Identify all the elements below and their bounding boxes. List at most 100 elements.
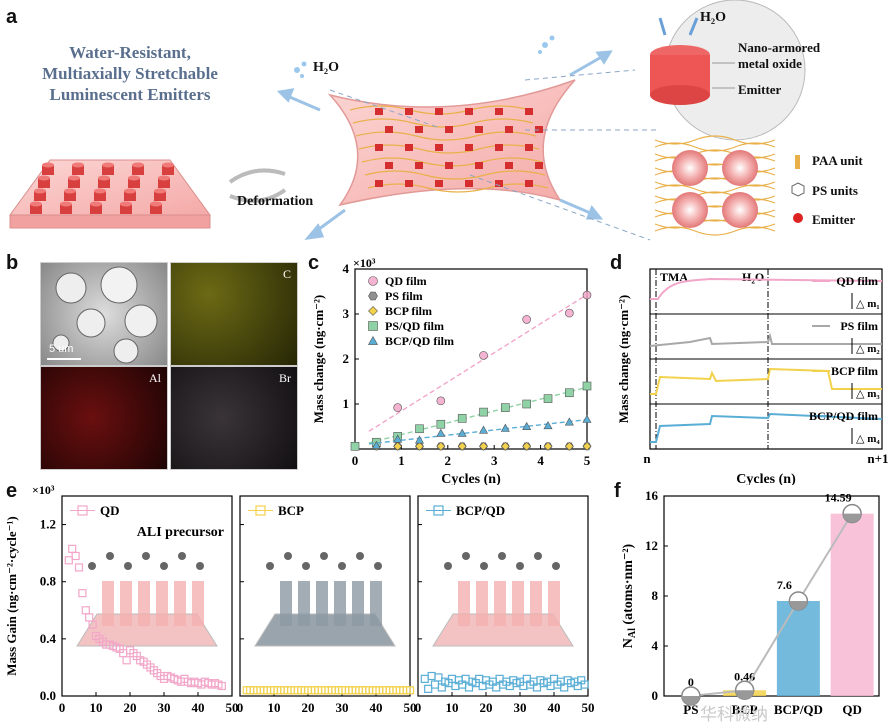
value-label: 7.6 [777, 578, 792, 592]
stretched-film [327, 79, 576, 207]
panel-f-label: f [614, 480, 621, 502]
title-line-3: Luminescent Emitters [49, 85, 211, 104]
data-marker-half [789, 601, 808, 610]
schematic-illustration [432, 552, 574, 647]
schematic-pillar [138, 581, 150, 626]
pillar-top [132, 162, 144, 168]
x-tick-label: n+1 [867, 451, 888, 466]
x-axis-label: Cycles (n) [736, 472, 796, 485]
schematic-pillar [352, 581, 364, 626]
data-point [430, 680, 440, 689]
y-tick-label: 1 [343, 396, 350, 411]
pillar [415, 162, 423, 169]
pillar [445, 162, 453, 169]
polymer-chain [654, 198, 776, 208]
legend-label: QD film [836, 274, 878, 288]
legend-label: BCP film [831, 364, 878, 378]
polymer-chain [654, 135, 776, 145]
legend-marker [368, 306, 378, 316]
legend-label: PS film [840, 319, 878, 333]
legend-ps: PS units [812, 183, 858, 198]
data-point [479, 441, 488, 451]
data-point [500, 441, 510, 451]
pillar-top [90, 201, 102, 207]
pillar [68, 178, 80, 188]
x-tick-label: 10 [268, 700, 281, 715]
x-tick-label: 30 [514, 700, 527, 715]
eds-map-br: Br [170, 366, 298, 470]
y-multiplier: ×10³ [353, 256, 376, 270]
data-point [543, 420, 553, 430]
pillar-top [98, 175, 110, 181]
y-axis-label: Mass change (ng·cm⁻²) [616, 295, 631, 423]
polymer-chain [654, 156, 776, 166]
precursor-molecule [552, 562, 560, 570]
panel-c-label: c [308, 252, 320, 274]
trend-line [368, 293, 588, 432]
precursor-molecule [142, 552, 150, 560]
inset-emitter-label: Emitter [738, 82, 782, 97]
x-tick-label: 40 [192, 700, 205, 715]
polymer-chain [367, 183, 549, 193]
y-tick-label: 1.2 [40, 517, 56, 532]
x-tick-label: 30 [336, 700, 349, 715]
pillar [30, 204, 42, 214]
data-marker-half [681, 696, 700, 705]
y-tick-label: 0.8 [40, 574, 57, 589]
polymer-chain [358, 144, 540, 154]
pillar [375, 108, 383, 115]
data-point [74, 563, 84, 572]
x-tick-label: 0 [415, 700, 422, 715]
panel-e-label: e [6, 480, 18, 502]
precursor-molecule [516, 562, 524, 570]
schematic-pillar [120, 581, 132, 626]
polymer-chain [654, 191, 776, 201]
precursor-molecule [266, 562, 274, 570]
polymer-chain [654, 142, 776, 152]
pillar-top [102, 162, 114, 168]
data-point [405, 686, 415, 695]
x-tick-label: n [643, 451, 651, 466]
pillar [465, 180, 473, 187]
pillar-top [42, 162, 54, 168]
polymer-chain [654, 219, 776, 229]
x-tick-label: 0 [237, 700, 244, 715]
bar-bcp-qd [776, 601, 820, 696]
series-ps-qd-film [350, 381, 592, 451]
title-line-1: Water-Resistant, [69, 43, 191, 62]
pillar-top [124, 188, 136, 194]
pillar-top [128, 175, 140, 181]
polymer-network [654, 135, 776, 236]
eds-c-label: C [282, 267, 291, 281]
pillar [435, 108, 443, 115]
schematic-pillar [334, 581, 346, 626]
pillar [120, 204, 132, 214]
precursor-molecule [480, 562, 488, 570]
data-point [543, 394, 553, 403]
data-point [564, 417, 574, 426]
series-bcp-qd-film [368, 414, 592, 449]
data-point [565, 308, 574, 318]
pillar-top [68, 175, 80, 181]
x-tick-label: 40 [370, 700, 383, 715]
paa-unit-icon [795, 155, 800, 169]
tma-label: TMA [660, 270, 688, 284]
pillar [495, 144, 503, 151]
data-point [81, 606, 90, 615]
legend-paa: PAA unit [812, 153, 863, 168]
plot-frame [239, 495, 411, 697]
pillar [94, 191, 106, 201]
panel-a-title: Water-Resistant, Multiaxially Stretchabl… [30, 42, 230, 105]
data-point [68, 544, 77, 553]
pillar [158, 178, 170, 188]
deformation-arrows [228, 168, 287, 203]
pillar [435, 144, 443, 151]
emitter-clusters [672, 150, 758, 228]
scale-bar-label: 5 um [49, 343, 74, 355]
data-point [88, 620, 97, 629]
pillar [60, 204, 72, 214]
bar-qd [830, 513, 874, 696]
legend-label: PS film [385, 289, 423, 303]
legend-label: BCP/QD [456, 503, 505, 518]
